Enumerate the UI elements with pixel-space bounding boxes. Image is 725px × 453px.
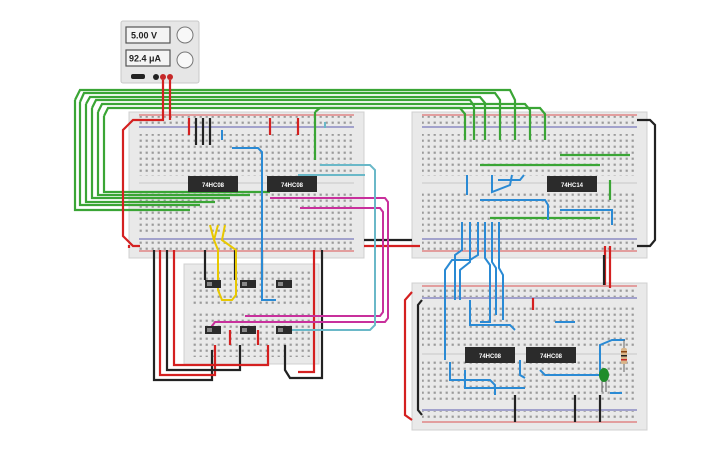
slide-switches[interactable] bbox=[205, 280, 292, 334]
yellow-wires bbox=[209, 224, 237, 301]
ic-bottom-a-label: 74HC08 bbox=[479, 354, 502, 360]
ground-terminal[interactable] bbox=[153, 74, 159, 80]
current-knob[interactable] bbox=[176, 51, 194, 69]
switch-3[interactable] bbox=[276, 280, 292, 288]
led[interactable] bbox=[599, 368, 609, 392]
positive-terminal-a[interactable] bbox=[160, 74, 166, 80]
resistor[interactable] bbox=[621, 340, 627, 372]
current-readout: 92.4 μA bbox=[129, 54, 162, 64]
breadboard-left[interactable] bbox=[128, 111, 365, 259]
switch-6[interactable] bbox=[276, 326, 292, 334]
switch-2[interactable] bbox=[240, 280, 256, 288]
power-switch[interactable] bbox=[131, 74, 145, 79]
voltage-knob[interactable] bbox=[176, 26, 194, 44]
breadboard-right[interactable] bbox=[411, 111, 648, 259]
ic-bottom-b-label: 74HC08 bbox=[540, 354, 563, 360]
power-wires bbox=[121, 80, 657, 422]
ic-bottom-a[interactable]: 74HC08 bbox=[465, 347, 515, 363]
cyan-wires bbox=[292, 122, 376, 331]
ic-left-b-label: 74HC08 bbox=[281, 183, 304, 189]
blue-wires bbox=[221, 130, 625, 395]
power-supply[interactable]: 5.00 V 92.4 μA bbox=[120, 20, 200, 84]
ic-right-a-label: 74HC14 bbox=[561, 183, 584, 189]
ic-right-a[interactable]: 74HC14 bbox=[547, 176, 597, 192]
ic-bottom-b[interactable]: 74HC08 bbox=[526, 347, 576, 363]
voltage-readout: 5.00 V bbox=[131, 31, 157, 41]
switch-1[interactable] bbox=[205, 280, 221, 288]
green-wires bbox=[73, 88, 630, 220]
current-display bbox=[125, 49, 171, 67]
switch-5[interactable] bbox=[240, 326, 256, 334]
ic-left-b[interactable]: 74HC08 bbox=[267, 176, 317, 192]
ic-left-a[interactable]: 74HC08 bbox=[188, 176, 238, 192]
voltage-display bbox=[125, 26, 171, 44]
ic-left-a-label: 74HC08 bbox=[202, 183, 225, 189]
magenta-wires bbox=[211, 197, 389, 330]
switch-4[interactable] bbox=[205, 326, 221, 334]
positive-terminal-b[interactable] bbox=[167, 74, 173, 80]
